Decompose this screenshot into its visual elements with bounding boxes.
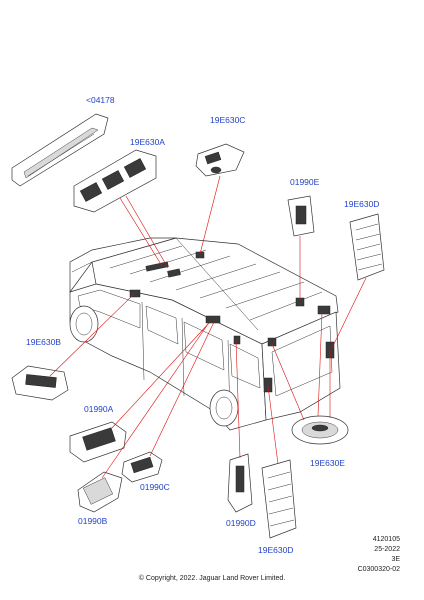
ref-line-4: C0300320-02 (358, 566, 401, 573)
part-01990C-vent[interactable] (121, 451, 163, 483)
part-19E630E-vent[interactable] (291, 415, 349, 445)
part-01990B-vent[interactable] (77, 471, 123, 513)
part-04178-trim[interactable] (11, 113, 109, 187)
label-01990A[interactable]: 01990A (84, 404, 114, 414)
part-19E630D-louvre-bottom[interactable] (261, 459, 297, 539)
label-19E630C[interactable]: 19E630C (210, 115, 245, 125)
label-19E630B[interactable]: 19E630B (26, 337, 61, 347)
copyright-notice: © Copyright, 2022. Jaguar Land Rover Lim… (138, 575, 286, 582)
part-labels: <04178 19E630A 19E630C 01990E 19E630D 19… (26, 95, 379, 555)
vehicle-outline (69, 237, 341, 431)
part-19E630D-louvre-top[interactable] (349, 213, 385, 281)
part-01990E-grille[interactable] (287, 195, 315, 237)
part-01990A-vent[interactable] (69, 421, 127, 463)
ref-line-1: 4120105 (373, 536, 400, 543)
label-01990B[interactable]: 01990B (78, 516, 108, 526)
ref-line-2: 25-2022 (374, 546, 400, 553)
label-19E630D-top[interactable]: 19E630D (344, 199, 379, 209)
label-01990C[interactable]: 01990C (140, 482, 170, 492)
label-04178[interactable]: <04178 (86, 95, 115, 105)
reference-block: 4120105 25-2022 3E C0300320-02 (358, 536, 401, 573)
ref-line-3: 3E (391, 556, 400, 563)
part-19E630B-vent[interactable] (11, 365, 69, 401)
part-19E630C-vent[interactable] (195, 143, 245, 177)
part-19E630A-vent[interactable] (73, 149, 157, 213)
part-01990D-vent[interactable] (227, 453, 253, 513)
label-01990E[interactable]: 01990E (290, 177, 320, 187)
label-19E630E[interactable]: 19E630E (310, 458, 345, 468)
label-19E630A[interactable]: 19E630A (130, 137, 165, 147)
label-01990D[interactable]: 01990D (226, 518, 256, 528)
leader-lines (49, 175, 367, 479)
label-19E630D-bottom[interactable]: 19E630D (258, 545, 293, 555)
